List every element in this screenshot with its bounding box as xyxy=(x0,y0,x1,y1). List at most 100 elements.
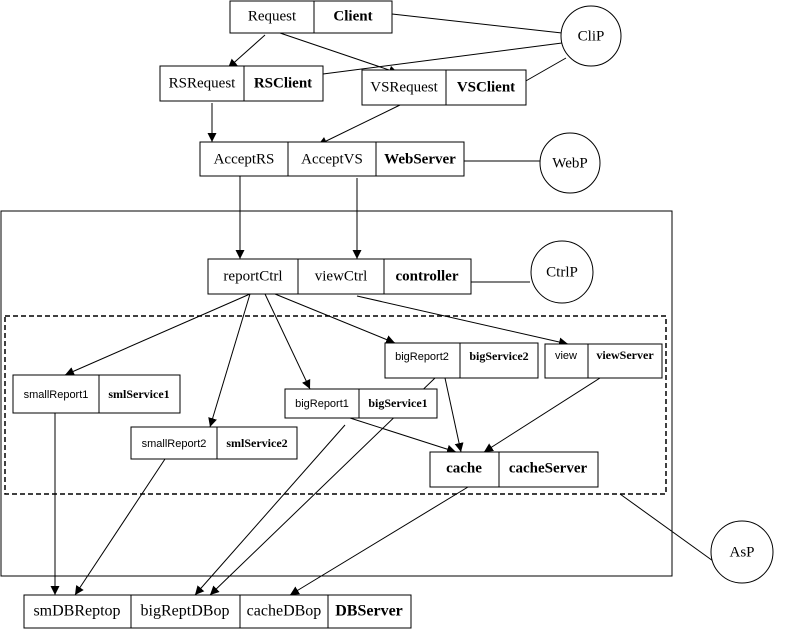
big2-cache-arrow xyxy=(444,377,464,453)
rsclient-component: RSRequest RSClient xyxy=(159,65,324,102)
vsrequest-port xyxy=(361,69,447,106)
client-box xyxy=(313,0,393,34)
bigreptdbop-port xyxy=(130,594,241,629)
vsrequest-label: VSRequest xyxy=(370,79,438,95)
reportctrl-big1-arrow xyxy=(264,293,311,390)
vsclient-label: VSClient xyxy=(457,79,515,95)
bigservice1-box xyxy=(358,388,438,419)
vsclient-clip-link xyxy=(523,57,567,83)
process-links xyxy=(322,13,721,567)
client-clip-link xyxy=(391,13,563,34)
connectors xyxy=(50,32,601,596)
dbserver-component: smDBReptop bigReptDBop cacheDBop DBServe… xyxy=(23,594,412,629)
big1-bigdb-arrow xyxy=(194,424,346,596)
view-cache-arrow xyxy=(483,377,601,453)
cacheserver-box xyxy=(498,451,599,488)
acceptvs-label: AcceptVS xyxy=(301,151,363,167)
bigreport1-port xyxy=(284,388,360,419)
clip-label: CliP xyxy=(578,28,605,44)
reportctrl-port xyxy=(207,258,299,295)
asp-circle xyxy=(710,520,774,584)
application-server-frame xyxy=(0,210,673,577)
webp-process: WebP xyxy=(539,132,601,194)
bigservice1-label: bigService1 xyxy=(368,396,427,410)
webserver-box xyxy=(375,141,465,177)
viewctrl-label: viewCtrl xyxy=(315,268,368,284)
webserver-label: WebServer xyxy=(384,151,456,167)
cache-cachedb-arrow xyxy=(289,486,469,596)
smdbreptop-port xyxy=(23,594,132,629)
clip-process: CliP xyxy=(560,5,622,67)
cacheserver-component: cache cacheServer xyxy=(429,451,599,488)
cachedbop-label: cacheDBop xyxy=(247,603,322,620)
controller-label: controller xyxy=(395,268,458,284)
dbserver-box xyxy=(327,594,412,629)
smallreport1-label: smallReport1 xyxy=(24,389,89,401)
services-asp-link xyxy=(619,493,721,567)
smlservice1-label: smlService1 xyxy=(108,387,169,401)
ctrlp-process: CtrlP xyxy=(530,240,594,304)
vsrequest-acceptvs-arrow xyxy=(317,104,401,146)
big1-cache-arrow xyxy=(349,417,457,454)
viewserver-component: view viewServer xyxy=(544,343,663,379)
rsrequest-label: RSRequest xyxy=(169,75,237,91)
asp-label: AsP xyxy=(729,544,754,560)
controller-box xyxy=(383,258,472,295)
viewserver-label: viewServer xyxy=(596,348,654,362)
reportctrl-label: reportCtrl xyxy=(223,268,282,284)
ctrlp-circle xyxy=(530,240,594,304)
request-rsrequest-arrow xyxy=(227,34,266,69)
smdbreptop-label: smDBReptop xyxy=(33,603,120,620)
acceptvs-port xyxy=(287,141,377,177)
rsclient-label: RSClient xyxy=(254,75,312,91)
dbserver-label: DBServer xyxy=(335,603,403,620)
viewserver-box xyxy=(587,343,663,379)
ctrlp-label: CtrlP xyxy=(546,264,578,280)
smallreport2-label: smallReport2 xyxy=(142,438,207,450)
services-dashed-frame xyxy=(4,315,667,495)
bigservice2-component: bigReport2 bigService2 xyxy=(384,342,539,379)
bigservice2-box xyxy=(459,342,539,379)
viewctrl-port xyxy=(297,258,385,295)
webp-circle xyxy=(539,132,601,194)
bigservice2-label: bigService2 xyxy=(469,349,528,363)
vsclient-component: VSRequest VSClient xyxy=(361,69,527,106)
bigreptdbop-label: bigReptDBop xyxy=(141,603,230,620)
smlservice2-box xyxy=(216,426,298,460)
acceptrs-label: AcceptRS xyxy=(214,151,275,167)
rsclient-clip-link xyxy=(322,42,563,75)
cache-port xyxy=(429,451,500,488)
client-component: Request Client xyxy=(229,0,393,34)
view-label: view xyxy=(555,350,577,362)
vsclient-box xyxy=(445,69,527,106)
smlservice2-component: smallReport2 smlService2 xyxy=(130,426,298,460)
smallreport2-port xyxy=(130,426,218,460)
reportctrl-small1-arrow xyxy=(64,293,251,376)
small2-smdb-arrow xyxy=(74,458,166,596)
webserver-component: AcceptRS AcceptVS WebServer xyxy=(199,141,465,177)
smallreport1-port xyxy=(12,374,100,414)
viewctrl-view-arrow xyxy=(356,295,569,347)
request-port xyxy=(229,0,315,34)
client-label: Client xyxy=(333,8,372,24)
controller-component: reportCtrl viewCtrl controller xyxy=(207,258,472,295)
request-label: Request xyxy=(248,8,297,24)
smlservice2-label: smlService2 xyxy=(226,436,287,450)
bigreport1-label: bigReport1 xyxy=(295,398,349,410)
smlservice1-box xyxy=(98,374,181,414)
rsrequest-port xyxy=(159,65,245,102)
bigreport2-label: bigReport2 xyxy=(395,351,449,363)
reportctrl-big2-arrow xyxy=(274,293,396,344)
smlservice1-component: smallReport1 smlService1 xyxy=(12,374,181,414)
bigservice1-component: bigReport1 bigService1 xyxy=(284,388,438,419)
bigreport2-port xyxy=(384,342,461,379)
request-vsrequest-arrow xyxy=(279,32,399,75)
view-port xyxy=(544,343,589,379)
clip-circle xyxy=(560,5,622,67)
asp-process: AsP xyxy=(710,520,774,584)
rsclient-box xyxy=(243,65,324,102)
reportctrl-small2-arrow xyxy=(208,293,251,428)
cacheserver-label: cacheServer xyxy=(509,460,588,476)
cache-label: cache xyxy=(446,460,482,476)
